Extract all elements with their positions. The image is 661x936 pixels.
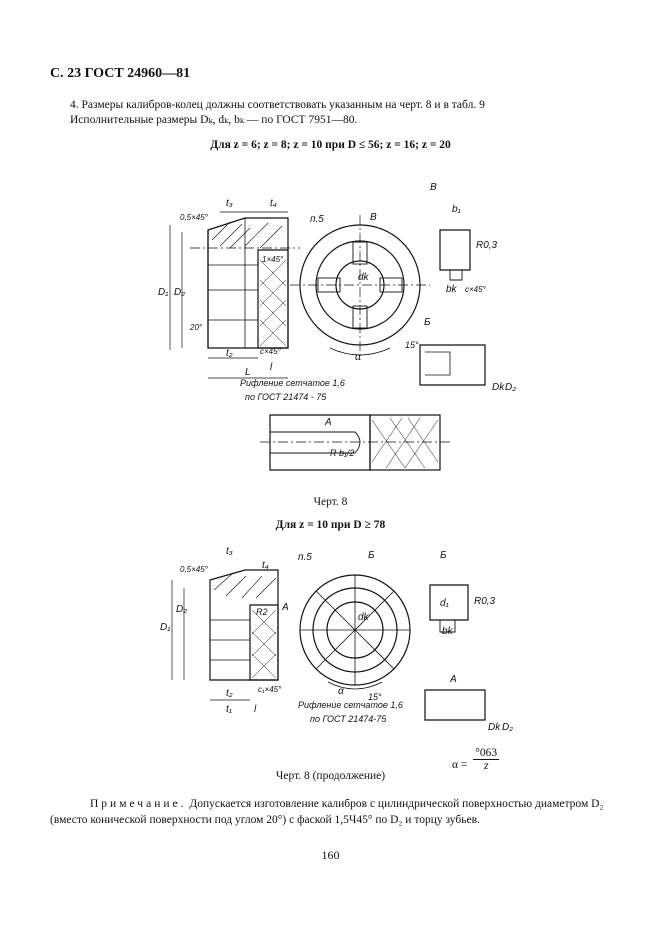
fig1-r03: R0,3: [476, 240, 498, 251]
fig1-chamfer: 0,5×45°: [180, 213, 209, 222]
fig1-angle15: 15°: [405, 340, 419, 350]
formula-denominator: z: [483, 760, 489, 772]
fig2-r2: R2: [256, 607, 268, 617]
page-header: С. 23 ГОСТ 24960—81: [50, 66, 191, 81]
fig2-condition: Для z = 10 при D ≥ 78: [275, 519, 386, 531]
fig2-d1: d₁: [440, 598, 449, 609]
note-label: Примечание.: [90, 798, 187, 810]
fig1-chamfer3: c×45°: [260, 347, 282, 356]
fig2-t2: t₂: [226, 688, 233, 699]
fig2-view-b-title: Б: [440, 550, 447, 561]
fig1-view-b-label: В: [430, 182, 437, 193]
fig2-view-b-arrow: Б: [368, 550, 375, 561]
fig1-l: l: [270, 362, 273, 373]
drawing-fig8: В В п.5 t₃ t₄ 0,5×45° 1×45° c×45° t₂ l L…: [150, 170, 520, 488]
fig2-angle15: 15°: [368, 692, 382, 702]
fig1-t3: t₃: [226, 198, 233, 209]
fig1-radius: R b₁/2: [330, 448, 354, 458]
fig2-D1: D₁: [160, 622, 170, 633]
fig2-c1: c₁×45°: [258, 685, 282, 694]
fig2-t4: t₄: [262, 560, 269, 571]
fig1-angle20: 20°: [189, 323, 203, 332]
fig1-b-view: Б: [424, 317, 431, 328]
fig2-knurl-1: Рифление сетчатое 1,6: [298, 700, 403, 710]
fig1-view-a-title: А: [324, 417, 332, 428]
fig1-caption: Черт. 8: [313, 496, 348, 508]
formula-lhs: α =: [452, 759, 468, 772]
fig2-Dk: Dk: [488, 722, 501, 733]
fig2-r03: R0,3: [474, 596, 496, 607]
fig2-view-a-arrow: А: [281, 602, 289, 613]
section-text-line2: Исполнительные размеры Dₖ, dₖ, bₖ — по Г…: [70, 114, 358, 126]
fig2-t3: t₃: [226, 546, 233, 557]
fig1-alpha: α: [355, 352, 361, 363]
fig1-L: L: [245, 367, 251, 378]
page-number: 160: [321, 848, 340, 862]
fig1-t4: t₄: [270, 198, 277, 209]
fig2-callout: п.5: [298, 552, 312, 563]
fig2-caption: Черт. 8 (продолжение): [275, 770, 386, 782]
alpha-formula: α = °063 z: [452, 747, 500, 772]
fig1-dk: dk: [358, 272, 370, 283]
fig2-D2: D₂: [176, 604, 187, 615]
fig1-callout: п.5: [310, 214, 324, 225]
fig1-D1: D₁: [158, 287, 168, 298]
fig1-D2: D₂: [174, 287, 185, 298]
fig2-D2-right: D₂: [502, 722, 513, 733]
formula-fraction: °063 z: [473, 747, 500, 772]
fig1-Dk: Dk: [492, 382, 505, 393]
fig1-knurl-1: Рифление сетчатое 1,6: [240, 378, 345, 388]
fig2-knurl-2: по ГОСТ 21474-75: [310, 714, 387, 724]
note-paragraph: Примечание. Допускается изготовление кал…: [50, 796, 620, 828]
fig1-b1: b₁: [452, 204, 461, 215]
fig1-chamfer-ck: c×45°: [465, 285, 487, 294]
fig1-t2: t₂: [226, 348, 233, 359]
fig2-l: l: [254, 704, 257, 715]
fig2-view-a-title: А: [449, 674, 457, 685]
note-text: Допускается изготовление калибров с цили…: [50, 798, 604, 826]
fig1-view-b-arrow: В: [370, 212, 377, 223]
fig2-alpha: α: [338, 686, 344, 697]
section-text-line1: 4. Размеры калибров-колец должны соответ…: [70, 99, 485, 111]
fig1-chamfer2: 1×45°: [262, 255, 284, 264]
drawing-fig8-continued: п.5 Б Б t₃ t₄ 0,5×45° R2 А D₁ D₂ t₂ t₁ l…: [150, 540, 520, 765]
fig1-bk: bk: [446, 284, 458, 295]
fig1-condition: Для z = 6; z = 8; z = 10 при D ≤ 56; z =…: [210, 139, 451, 151]
fig1-D2-right: D₂: [505, 382, 516, 393]
fig2-chamfer: 0,5×45°: [180, 565, 209, 574]
fig2-bk: bk: [442, 626, 454, 637]
fig2-dk: dk: [358, 612, 370, 623]
fig2-t1: t₁: [226, 704, 232, 715]
formula-numerator: °063: [473, 747, 500, 760]
fig1-knurl-2: по ГОСТ 21474 - 75: [245, 392, 327, 402]
